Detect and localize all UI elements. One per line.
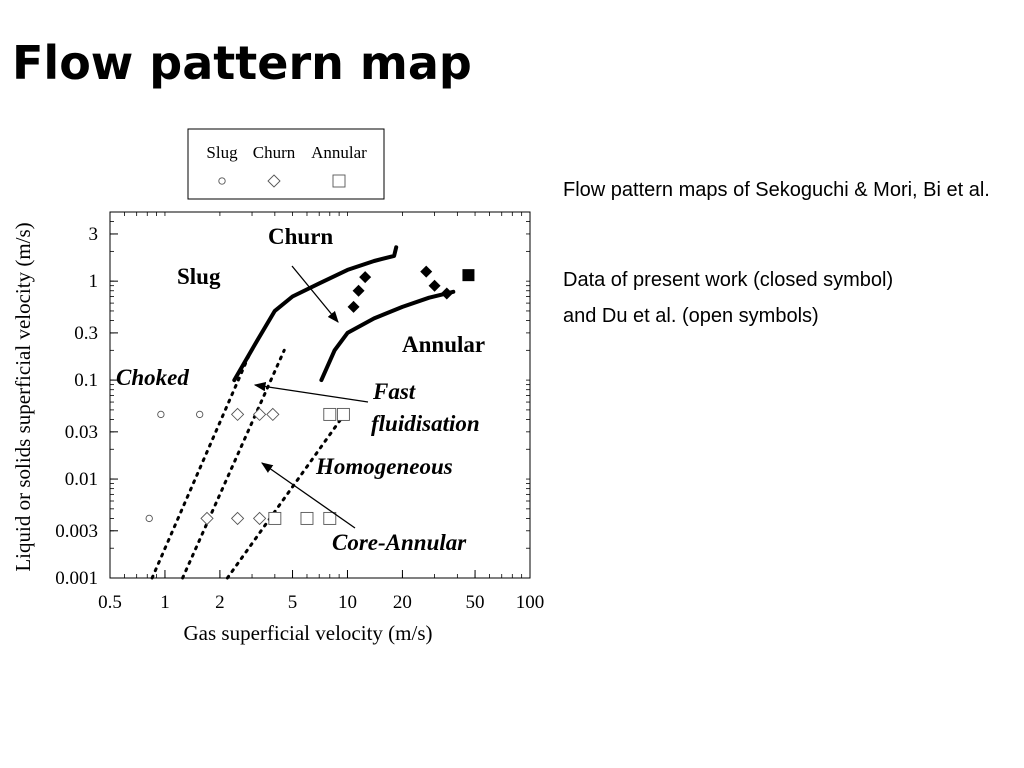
- note-du-et-al: and Du et al. (open symbols): [563, 305, 819, 327]
- annotation-choked: Choked: [116, 365, 189, 390]
- annotation-fluidisation: fluidisation: [371, 411, 480, 436]
- regime-boundary-dotted: [150, 353, 251, 580]
- data-point-square-open: [268, 511, 282, 525]
- annotation-fast: Fast: [372, 379, 416, 404]
- plot-area: 0.5 1 2 5 10 20 50 100 0.001 0.003 0.01 0.03 0.1 0.3 1…: [11, 211, 545, 645]
- data-point-diamond-filled: [347, 300, 360, 313]
- x-tick-label: 0.5: [98, 592, 122, 613]
- note-sources: Flow pattern maps of Sekoguchi & Mori, B…: [563, 179, 990, 201]
- annotation-arrow: [253, 381, 369, 403]
- x-tick-label: 20: [393, 592, 412, 613]
- data-point-diamond-filled: [428, 279, 441, 292]
- y-tick-label: 0.01: [65, 469, 98, 490]
- x-tick-label: 100: [516, 592, 545, 613]
- annotation-slug: Slug: [177, 264, 221, 289]
- y-tick-label: 0.003: [55, 521, 98, 542]
- x-tick-label: 2: [215, 592, 225, 613]
- data-point-square-open: [323, 407, 337, 421]
- y-tick-label: 1: [89, 271, 99, 292]
- data-point-circle-open: [145, 514, 153, 523]
- legend-square-marker: [332, 174, 346, 188]
- annotation-homogeneous: Homogeneous: [315, 454, 453, 479]
- y-tick-label: 3: [89, 224, 99, 245]
- legend-circle-marker: [218, 177, 226, 185]
- data-point-diamond-open: [252, 407, 267, 422]
- data-point-circle-open: [157, 410, 165, 419]
- data-point-diamond-open: [266, 407, 280, 422]
- data-point-diamond-open: [200, 511, 214, 526]
- annotation-arrow: [261, 462, 356, 529]
- data-point-square-open: [300, 511, 314, 525]
- data-point-diamond-open: [230, 511, 245, 526]
- y-tick-label: 0.001: [55, 568, 98, 589]
- data-point-diamond-filled: [440, 287, 453, 300]
- annotation-core-annular: Core-Annular: [332, 530, 467, 555]
- note-present-work: Data of present work (closed symbol): [563, 269, 894, 291]
- data-point-square-open: [323, 511, 337, 525]
- regime-boundary-dotted: [225, 408, 349, 580]
- plot-frame: [109, 211, 531, 579]
- legend-label: Churn: [253, 143, 296, 162]
- data-point-diamond-filled: [352, 284, 365, 297]
- data-point-diamond-filled: [420, 265, 433, 278]
- y-axis-label: Liquid or solids superficial velocity (m…: [11, 222, 35, 571]
- data-point-diamond-open: [252, 511, 267, 526]
- regime-boundary-dotted: [181, 348, 286, 580]
- data-point-diamond-open: [230, 407, 245, 422]
- legend-frame: [187, 128, 385, 200]
- regime-boundary-solid: [232, 245, 399, 383]
- annotation-annular: Annular: [402, 332, 485, 357]
- x-tick-label: 1: [160, 592, 170, 613]
- legend-diamond-marker: [267, 174, 281, 188]
- x-tick-label: 10: [338, 592, 357, 613]
- data-point-circle-open: [196, 410, 204, 419]
- regime-boundary-solid: [319, 289, 456, 383]
- slide-notes: Flow pattern maps of Sekoguchi & Mori, B…: [563, 176, 1003, 330]
- annotation-arrow: [291, 265, 339, 323]
- x-tick-label: 5: [288, 592, 298, 613]
- data-point-square-open: [336, 407, 350, 421]
- legend-label: Slug: [206, 143, 238, 162]
- y-tick-label: 0.1: [74, 370, 98, 391]
- slide-title: Flow pattern map: [12, 36, 472, 90]
- legend: Slug Churn Annular: [187, 128, 385, 200]
- legend-label: Annular: [311, 143, 367, 162]
- x-tick-label: 50: [466, 592, 485, 613]
- data-point-square-filled: [462, 269, 475, 282]
- data-point-diamond-filled: [359, 271, 372, 284]
- y-tick-label: 0.03: [65, 422, 98, 443]
- x-axis-label: Gas superficial velocity (m/s): [183, 621, 432, 645]
- y-tick-label: 0.3: [74, 323, 98, 344]
- annotation-churn: Churn: [268, 224, 333, 249]
